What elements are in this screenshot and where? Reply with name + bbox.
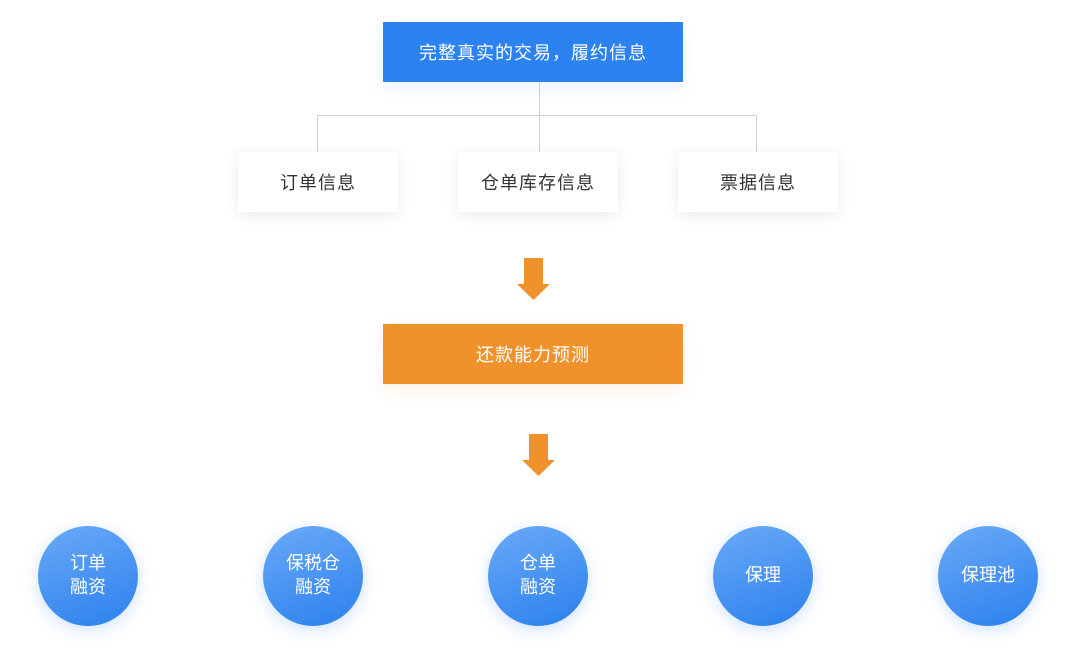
product-factoring-pool: 保理池 xyxy=(938,526,1038,626)
info-node-label: 仓单库存信息 xyxy=(481,173,595,194)
middle-node-repayment-prediction: 还款能力预测 xyxy=(383,324,683,384)
product-label-line: 融资 xyxy=(520,577,556,598)
product-label-line: 保税仓 xyxy=(286,553,340,574)
down-arrow-shape xyxy=(517,258,550,300)
down-arrow-shape xyxy=(522,434,555,476)
down-arrow-icon xyxy=(517,258,550,300)
product-label-line: 融资 xyxy=(70,577,106,598)
connector-horizontal xyxy=(317,115,757,116)
product-label-line: 仓单 xyxy=(520,553,556,574)
connector-center xyxy=(539,115,540,152)
connector-left xyxy=(317,115,318,152)
info-node-label: 票据信息 xyxy=(720,173,796,194)
product-label-line: 保理池 xyxy=(961,565,1015,586)
info-node-label: 订单信息 xyxy=(280,173,356,194)
product-order-financing: 订单 融资 xyxy=(38,526,138,626)
product-label-line: 订单 xyxy=(70,553,106,574)
top-node-label: 完整真实的交易，履约信息 xyxy=(419,43,647,64)
middle-node-label: 还款能力预测 xyxy=(476,345,590,366)
down-arrow-icon xyxy=(522,434,555,476)
product-label-line: 融资 xyxy=(295,577,331,598)
info-node-warehouse-receipt: 仓单库存信息 xyxy=(458,152,618,212)
product-bonded-warehouse-financing: 保税仓 融资 xyxy=(263,526,363,626)
product-factoring: 保理 xyxy=(713,526,813,626)
connector-right xyxy=(756,115,757,152)
info-node-order: 订单信息 xyxy=(238,152,398,212)
connector-trunk xyxy=(539,82,540,116)
product-label-line: 保理 xyxy=(745,565,781,586)
info-node-bill: 票据信息 xyxy=(678,152,838,212)
product-warehouse-receipt-financing: 仓单 融资 xyxy=(488,526,588,626)
top-node-transaction-info: 完整真实的交易，履约信息 xyxy=(383,22,683,82)
